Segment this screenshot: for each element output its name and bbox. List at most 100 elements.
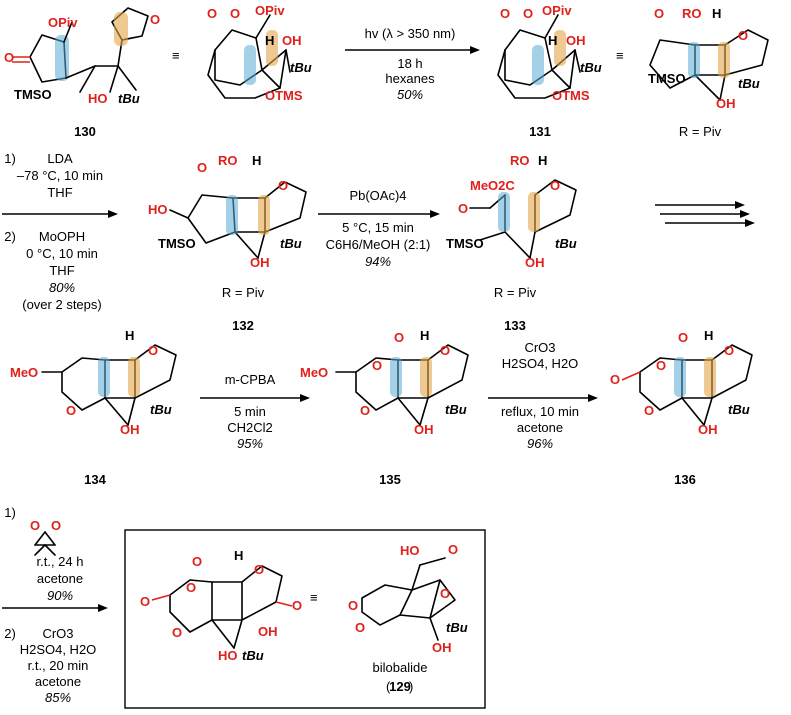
o-carbonyl: O [448, 542, 458, 557]
o-carbonyl: O [372, 358, 382, 373]
step2-n2: 2) [4, 229, 16, 244]
meo-135: MeO [300, 365, 328, 380]
step5-line1: CrO3 [524, 340, 555, 355]
o-ring: O [724, 343, 734, 358]
h-129: H [234, 548, 243, 563]
tbu-130: tBu [118, 91, 140, 106]
step4-line2: 5 min [234, 404, 266, 419]
o-ketone: O [500, 6, 510, 21]
step2-yield: 80% [49, 280, 75, 295]
oh-135: OH [414, 422, 434, 437]
step6-yield2: 85% [45, 690, 71, 705]
tmso-132: TMSO [158, 236, 196, 251]
compound-130-3d-structure [207, 14, 291, 99]
tbu-131: tBu [580, 60, 602, 75]
step2-line3: THF [47, 185, 72, 200]
h-136: H [704, 328, 713, 343]
o-ring: O [360, 403, 370, 418]
step6-line2: acetone [37, 571, 83, 586]
dimethyldioxirane-structure [34, 531, 56, 556]
tbu-132: tBu [280, 236, 302, 251]
ro-133: RO [510, 153, 530, 168]
meo-134: MeO [10, 365, 38, 380]
label-134: 134 [84, 472, 106, 487]
o-ring: O [355, 620, 365, 635]
compound-134-structure [41, 344, 177, 426]
bilobalide-2d-structure [151, 565, 293, 649]
equiv-1: ≡ [172, 48, 180, 63]
o-ring: O [66, 403, 76, 418]
o-carbonyl: O [348, 598, 358, 613]
step2-line5: 0 °C, 10 min [26, 246, 98, 261]
o-carbonyl-2: O [610, 372, 620, 387]
tbu-bilobalide: tBu [446, 620, 468, 635]
step6-line1: r.t., 24 h [37, 554, 84, 569]
o-ketone: O [207, 6, 217, 21]
h-134: H [125, 328, 134, 343]
step2-n1: 1) [4, 151, 16, 166]
o-ring: O [440, 586, 450, 601]
equiv-3: ≡ [310, 590, 318, 605]
tbu-133: tBu [555, 236, 577, 251]
ro-131: RO [682, 6, 702, 21]
oh-131: OH [566, 33, 586, 48]
oh-133: OH [525, 255, 545, 270]
o-ring: O [550, 178, 560, 193]
o-dioxirane: O [51, 518, 61, 533]
compound-133-structure [469, 179, 577, 259]
step6-n2: 2) [4, 626, 16, 641]
label-135: 135 [379, 472, 401, 487]
o-ring: O [738, 28, 748, 43]
step3-line3: C6H6/MeOH (2:1) [326, 237, 431, 252]
step6-yield1: 90% [47, 588, 73, 603]
step6-line3: CrO3 [42, 626, 73, 641]
opiv-130-3d: OPiv [255, 3, 285, 18]
compound-131-2d-structure [649, 29, 769, 101]
label-129: 129 [389, 679, 411, 694]
ho-132: HO [148, 202, 168, 217]
o-aldehyde: O [458, 201, 468, 216]
o-ring: O [254, 562, 264, 577]
o-ring: O [278, 178, 288, 193]
tbu-136: tBu [728, 402, 750, 417]
o-ketone: O [197, 160, 207, 175]
o-ring: O [523, 6, 533, 21]
equiv-2: ≡ [616, 48, 624, 63]
step2-line2: –78 °C, 10 min [17, 168, 103, 183]
ho-bilobalide: HO [400, 543, 420, 558]
step2-note: (over 2 steps) [22, 297, 101, 312]
opiv-130: OPiv [48, 15, 78, 30]
r-eq-piv-2: R = Piv [222, 285, 265, 300]
label-130: 130 [74, 124, 96, 139]
step2-line6: THF [49, 263, 74, 278]
multistep-arrow [655, 201, 755, 227]
step1-line2: 18 h [397, 56, 422, 71]
step6-n1: 1) [4, 505, 16, 520]
step1-line1: hv (λ > 350 nm) [365, 26, 456, 41]
label-131: 131 [529, 124, 551, 139]
o-label: O [4, 50, 14, 65]
o-ketone: O [654, 6, 664, 21]
product-box [124, 529, 486, 709]
label-136: 136 [674, 472, 696, 487]
tbu-135: tBu [445, 402, 467, 417]
oh-131-2d: OH [716, 96, 736, 111]
tbu-134: tBu [150, 402, 172, 417]
o-ring: O [678, 330, 688, 345]
tmso-133: TMSO [446, 236, 484, 251]
o-carbonyl: O [140, 594, 150, 609]
otms-130-3d: OTMS [265, 88, 303, 103]
step6-line4: H2SO4, H2O [20, 642, 97, 657]
ro-132: RO [218, 153, 238, 168]
o-furan: O [230, 6, 240, 21]
ho-129: HO [218, 648, 238, 663]
oh-134: OH [120, 422, 140, 437]
paren-close: ) [409, 679, 413, 694]
oh-bilobalide: OH [432, 640, 452, 655]
compound-131-structure [497, 14, 581, 99]
step4-line3: CH2Cl2 [227, 420, 273, 435]
h-132: H [252, 153, 261, 168]
tbu-131-2d: tBu [738, 76, 760, 91]
oh-129: OH [258, 624, 278, 639]
